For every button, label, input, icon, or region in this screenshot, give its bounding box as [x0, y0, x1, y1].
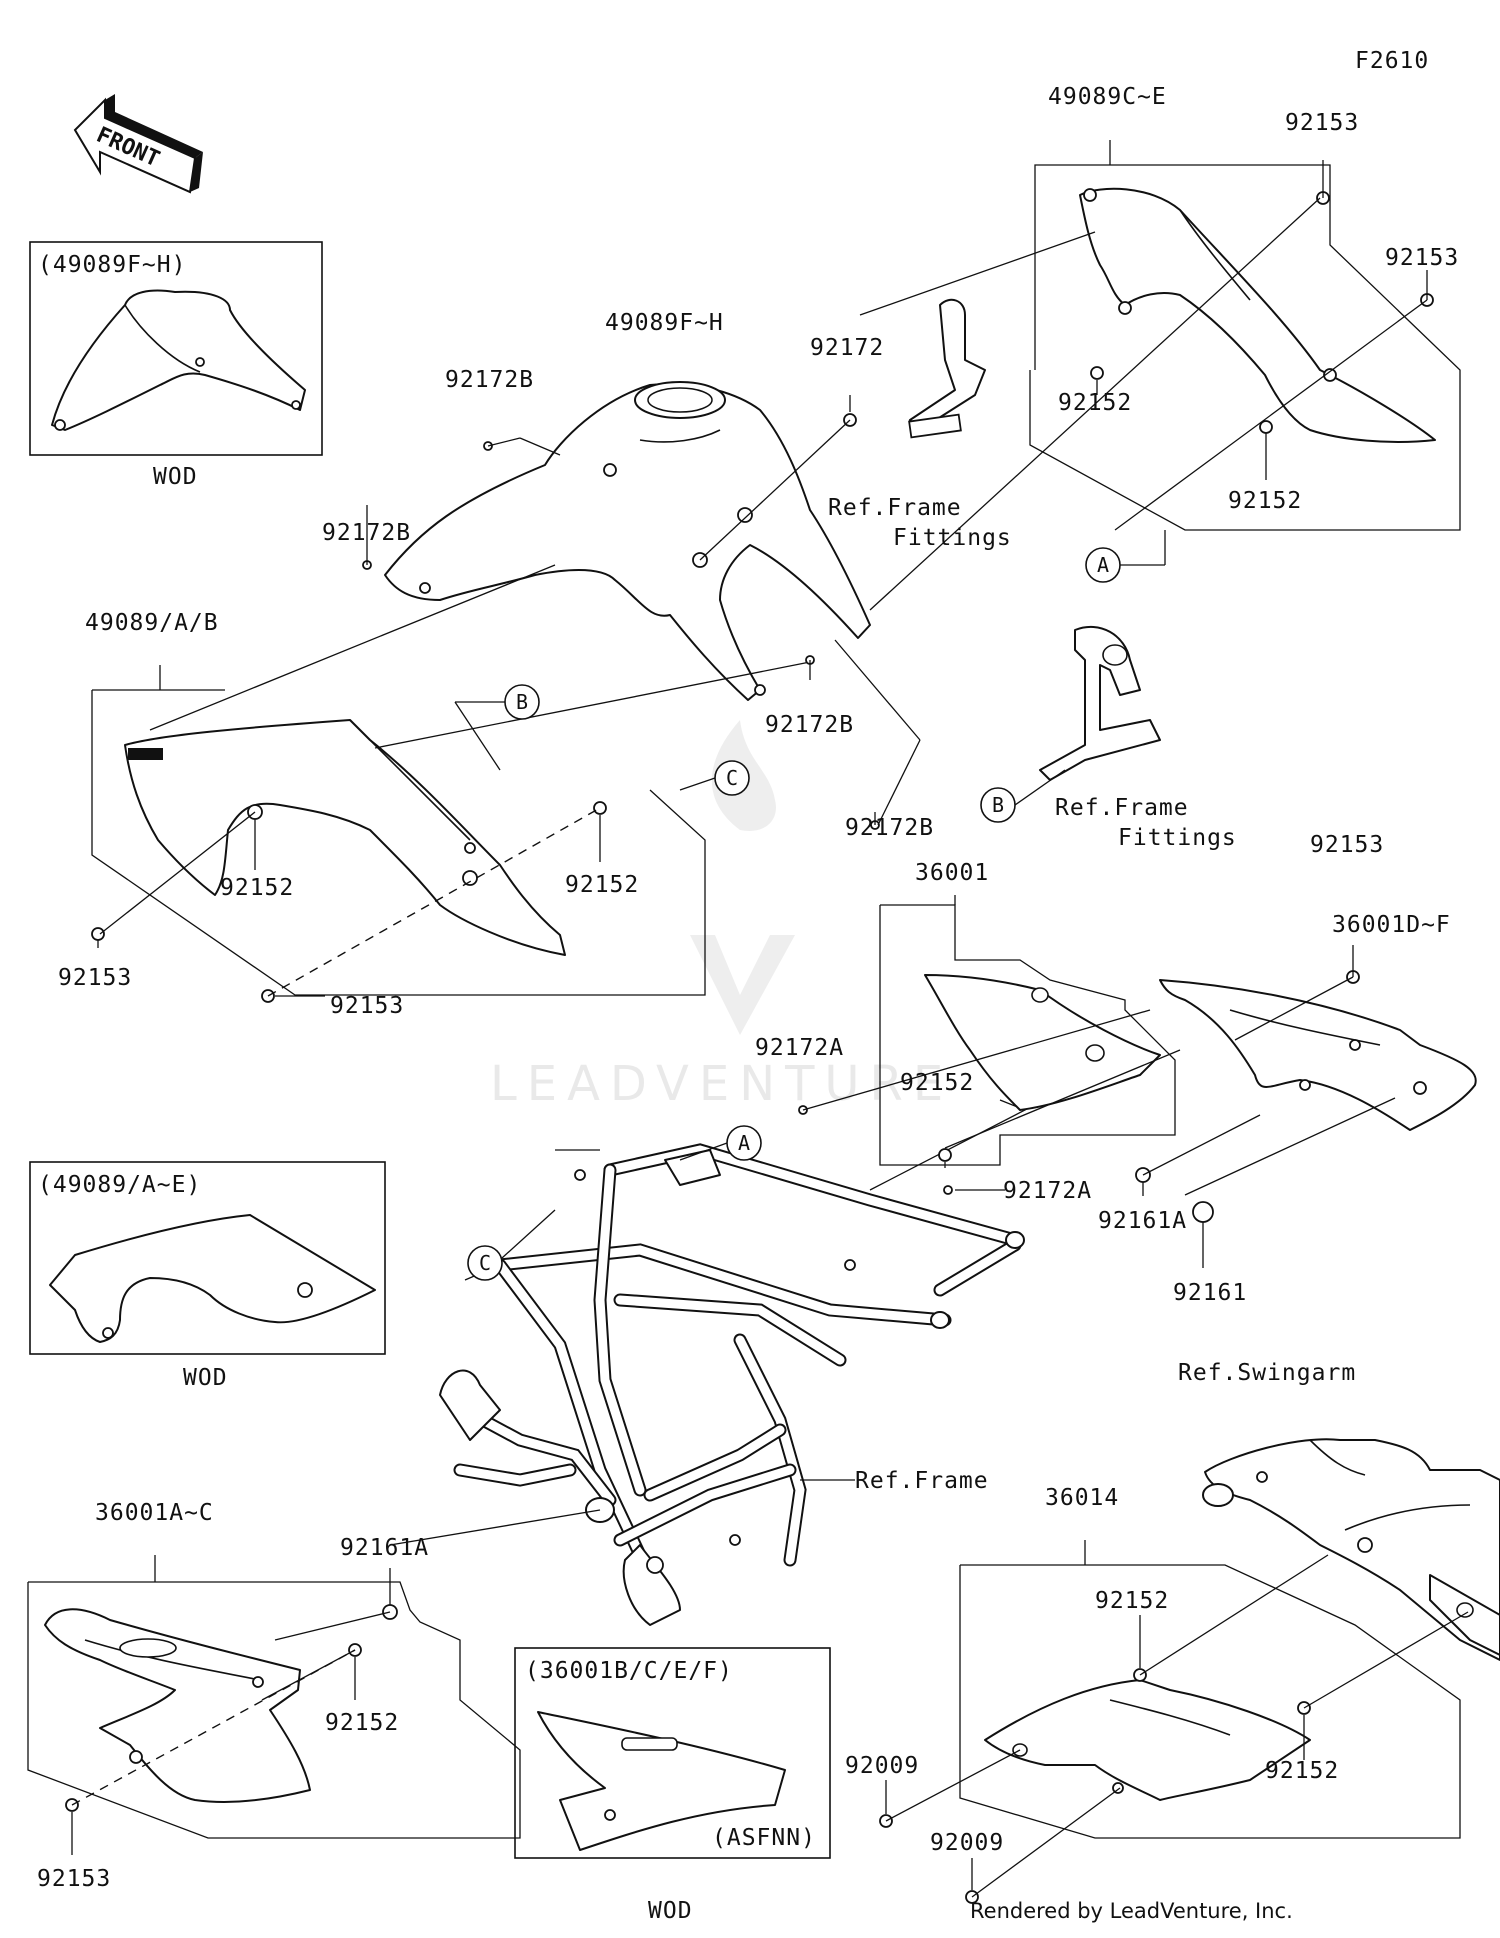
cap-92161 [1192, 1201, 1214, 1223]
label-92152: 92152 [1228, 488, 1302, 514]
label-92172B: 92172B [322, 520, 411, 546]
label-36001A-C: 36001A~C [95, 1500, 214, 1526]
swingarm [1202, 1438, 1500, 1661]
inset-caption: WOD [648, 1898, 693, 1924]
label-92172A: 92172A [1003, 1178, 1092, 1204]
callout-a-lower: A [679, 1125, 762, 1161]
label-92153: 92153 [1385, 245, 1459, 271]
label-92172B: 92172B [445, 367, 534, 393]
label-92152: 92152 [1058, 390, 1132, 416]
label-36014: 36014 [1045, 1485, 1119, 1511]
label-92153: 92153 [1310, 832, 1384, 858]
label-92161A: 92161A [340, 1535, 429, 1561]
label-92009: 92009 [930, 1830, 1004, 1856]
callout-c-lower: C [467, 1209, 556, 1281]
inset-49089-A-E: (49089/A~E) WOD [29, 1161, 386, 1391]
callout-c-upper: C [679, 760, 750, 796]
label-92153: 92153 [330, 993, 404, 1019]
watermark-text: LEADVENTURE [490, 1056, 953, 1112]
label-92009: 92009 [845, 1753, 919, 1779]
label-92152: 92152 [220, 875, 294, 901]
frame-fitting-upper [908, 298, 986, 439]
watermark: LEADVENTURE [490, 720, 953, 1112]
inset-title: (49089/A~E) [38, 1172, 201, 1198]
inset-title: (36001B/C/E/F) [525, 1658, 733, 1684]
ref-frame-fittings-2: Fittings [893, 525, 1012, 551]
ref-frame-fittings-1: Ref.Frame [1055, 795, 1189, 821]
grommet-92152 [593, 801, 607, 815]
watermark-v-icon [690, 935, 795, 1035]
frame [389, 1143, 1025, 1626]
label-92153: 92153 [37, 1866, 111, 1892]
svg-text:A: A [1097, 553, 1109, 577]
label-92172B: 92172B [765, 712, 854, 738]
ref-frame: Ref.Frame [855, 1468, 989, 1494]
svg-text:B: B [992, 793, 1004, 817]
frame-fitting-middle [1039, 625, 1161, 781]
grommet-92152 [1259, 420, 1273, 434]
svg-text:B: B [516, 690, 528, 714]
credit-text: Rendered by LeadVenture, Inc. [970, 1899, 1293, 1923]
bolt-92172A [943, 1185, 953, 1195]
group-49089-A-B [91, 564, 811, 1003]
label-49089-A-B: 49089/A/B [85, 610, 219, 636]
label-92172A: 92172A [755, 1035, 844, 1061]
group-36001 [798, 895, 1477, 1268]
inset-caption: WOD [183, 1365, 228, 1391]
grommet-92152 [1090, 366, 1104, 380]
inset-caption: WOD [153, 464, 198, 490]
callout-b-upper: B [454, 684, 540, 771]
label-92152: 92152 [565, 872, 639, 898]
label-92172: 92172 [810, 335, 884, 361]
label-92172B: 92172B [845, 815, 934, 841]
group-36014 [879, 1540, 1469, 1904]
front-arrow-icon: FRONT [73, 94, 203, 194]
callout-b-lower: B [980, 769, 1066, 823]
svg-text:A: A [738, 1131, 750, 1155]
label-92161A: 92161A [1098, 1208, 1187, 1234]
ref-swingarm: Ref.Swingarm [1178, 1360, 1356, 1386]
ref-frame-fittings-1: Ref.Frame [828, 495, 962, 521]
label-49089C-E: 49089C~E [1048, 84, 1167, 110]
label-36001: 36001 [915, 860, 989, 886]
inset-sub: (ASFNN) [712, 1825, 816, 1851]
ref-frame-fittings-2: Fittings [1118, 825, 1237, 851]
label-92153: 92153 [58, 965, 132, 991]
label-49089F-H: 49089F~H [605, 310, 724, 336]
inset-49089F-H: (49089F~H) WOD [29, 241, 323, 490]
figure-code: F2610 [1355, 48, 1429, 74]
part-49089F-H [384, 381, 871, 701]
group-49089C-E [859, 140, 1461, 611]
svg-text:C: C [726, 766, 738, 790]
inset-36001B-C-E-F: (36001B/C/E/F) (ASFNN) WOD [514, 1647, 831, 1924]
label-92152: 92152 [325, 1710, 399, 1736]
label-92152: 92152 [1095, 1588, 1169, 1614]
label-92161: 92161 [1173, 1280, 1247, 1306]
label-92152: 92152 [1265, 1758, 1339, 1784]
group-36001A-C [27, 1555, 521, 1855]
label-92152: 92152 [900, 1070, 974, 1096]
part-labels: 49089C~E 92153 92153 49089F~H 92172 9217… [37, 84, 1459, 1892]
bolt-92153 [91, 927, 105, 941]
svg-text:C: C [479, 1251, 491, 1275]
inset-title: (49089F~H) [38, 252, 186, 278]
grommet-92152 [938, 1148, 952, 1162]
callout-a-upper: A [1085, 530, 1166, 583]
label-92153: 92153 [1285, 110, 1359, 136]
label-36001D-F: 36001D~F [1332, 912, 1451, 938]
